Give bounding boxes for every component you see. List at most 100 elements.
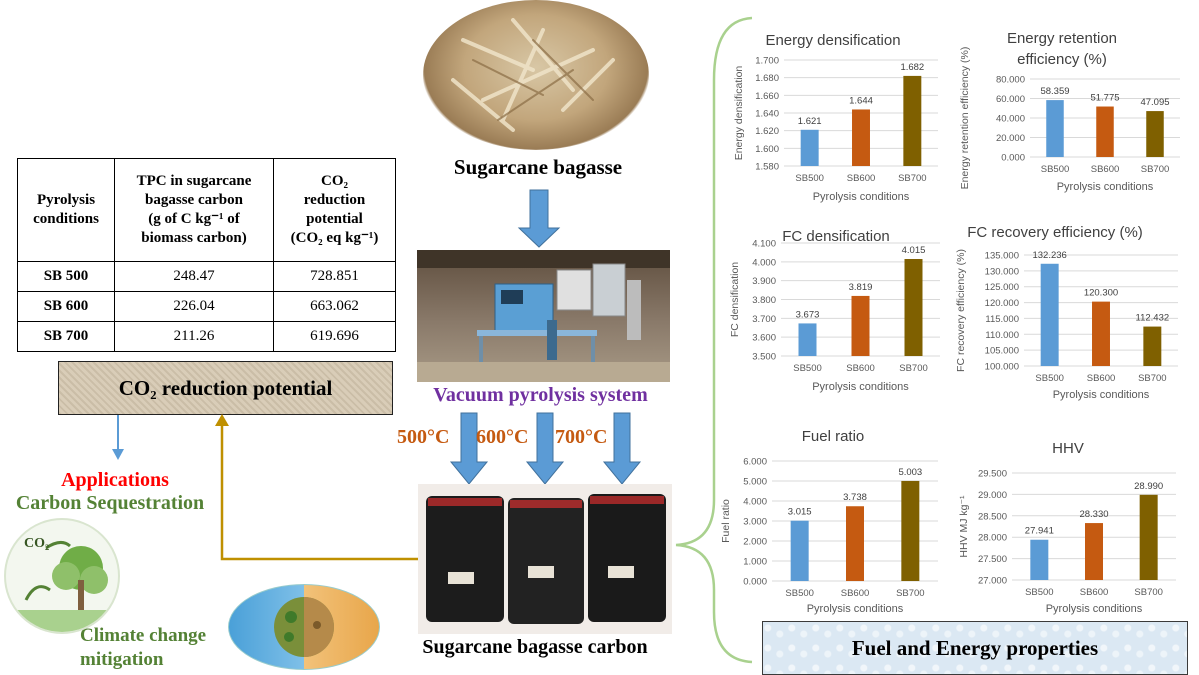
table-cell-co2: 728.851 [273, 260, 396, 292]
temp-600-label: 600°C [476, 426, 529, 448]
y-tick-label: 20.000 [996, 133, 1025, 144]
data-label: 27.941 [1025, 526, 1054, 537]
table-header-co2: CO₂ reduction potential (CO₂ eq kg⁻¹) [273, 158, 396, 262]
x-axis-title: Pyrolysis conditions [1057, 181, 1154, 193]
carbon-bags [426, 494, 666, 624]
bar [790, 520, 809, 581]
x-tick-label: SB700 [899, 363, 928, 374]
earth-icon [274, 597, 334, 657]
bar [1046, 100, 1064, 157]
table-cell-tpc: 211.26 [114, 320, 274, 353]
header-line: conditions [33, 210, 99, 227]
process-arrow [517, 189, 561, 248]
y-tick-label: 120.000 [985, 298, 1019, 309]
x-tick-label: SB600 [847, 173, 876, 184]
x-tick-label: SB500 [785, 588, 814, 599]
bar [1146, 111, 1164, 157]
sugarcane-bagasse-label: Sugarcane bagasse [453, 155, 623, 179]
y-tick-label: 0.000 [1001, 153, 1025, 164]
y-tick-label: 3.000 [743, 517, 767, 528]
bar [1040, 263, 1059, 366]
table-row: SB 600 226.04 663.062 [17, 290, 396, 322]
bar [901, 480, 920, 581]
x-tick-label: SB600 [841, 588, 870, 599]
header-line: Pyrolysis [36, 191, 96, 208]
chart-title: Fuel ratio [802, 428, 865, 445]
header-line: (g of C kg⁻¹ of [148, 210, 240, 227]
x-axis-title: Pyrolysis conditions [1053, 389, 1150, 401]
y-axis-title: Fuel ratio [720, 499, 732, 543]
climate-line-2: mitigation [80, 649, 164, 670]
carbon-output-label: Sugarcane bagasse carbon [422, 636, 648, 658]
data-label: 3.819 [849, 282, 873, 293]
data-label: 51.775 [1090, 93, 1119, 104]
y-tick-label: 1.660 [755, 91, 779, 102]
x-tick-label: SB700 [1138, 373, 1167, 384]
chart-title: Energy retention [1007, 30, 1117, 47]
y-tick-label: 1.640 [755, 109, 779, 120]
table-cell-condition: SB 700 [17, 320, 115, 353]
table-header-conditions: Pyrolysis conditions [17, 158, 115, 262]
x-tick-label: SB700 [1141, 164, 1170, 175]
x-axis-title: Pyrolysis conditions [813, 191, 910, 203]
y-tick-label: 3.500 [752, 352, 776, 363]
y-tick-label: 125.000 [985, 282, 1019, 293]
co2-logo-text: CO₂ [24, 536, 50, 551]
data-label: 47.095 [1140, 97, 1169, 108]
process-arrow [602, 412, 642, 485]
applications-label: Applications [61, 469, 169, 491]
header-line: CO₂ [321, 172, 348, 189]
chart-title: FC recovery efficiency (%) [967, 224, 1143, 241]
y-tick-label: 1.000 [743, 557, 767, 568]
y-tick-label: 5.000 [743, 477, 767, 488]
y-tick-label: 80.000 [996, 75, 1025, 86]
y-tick-label: 1.580 [755, 162, 779, 173]
bar [798, 323, 817, 356]
arrow-head [112, 449, 124, 460]
header-line: potential [306, 210, 363, 227]
bar [852, 109, 870, 166]
carbon-bags-photo [418, 484, 672, 634]
vacuum-pyrolysis-label: Vacuum pyrolysis system [433, 384, 648, 406]
table-cell-co2: 619.696 [273, 320, 396, 353]
table-header-tpc: TPC in sugarcane bagasse carbon (g of C … [114, 158, 274, 262]
y-tick-label: 27.000 [978, 576, 1007, 587]
chart-title: efficiency (%) [1017, 51, 1107, 68]
y-tick-label: 110.000 [985, 330, 1019, 341]
y-tick-label: 3.800 [752, 295, 776, 306]
x-tick-label: SB700 [898, 173, 927, 184]
temp-700-label: 700°C [555, 426, 608, 448]
y-tick-label: 135.000 [985, 251, 1019, 262]
data-label: 3.015 [788, 507, 812, 518]
x-tick-label: SB500 [1025, 587, 1054, 598]
x-tick-label: SB500 [1041, 164, 1070, 175]
co2-reduction-label: CO₂ reduction potential [118, 375, 333, 400]
chart-title: HHV [1052, 440, 1084, 457]
x-tick-label: SB600 [1091, 164, 1120, 175]
green-brace [675, 16, 753, 664]
data-label: 4.015 [902, 245, 926, 256]
bar [846, 506, 864, 581]
data-label: 120.300 [1084, 288, 1118, 299]
y-tick-label: 2.000 [743, 537, 767, 548]
x-tick-label: SB600 [1080, 587, 1109, 598]
bar [1092, 301, 1110, 366]
data-label: 112.432 [1136, 313, 1170, 324]
x-tick-label: SB700 [896, 588, 925, 599]
bar [1085, 523, 1103, 580]
y-tick-label: 4.000 [752, 257, 776, 268]
process-arrow [449, 412, 489, 485]
table-cell-tpc: 248.47 [114, 260, 274, 292]
fuel-energy-box: Fuel and Energy properties [762, 621, 1188, 675]
data-label: 5.003 [898, 467, 922, 478]
y-tick-label: 27.500 [978, 554, 1007, 565]
y-tick-label: 60.000 [996, 94, 1025, 105]
y-tick-label: 1.620 [755, 126, 779, 137]
data-label: 1.621 [798, 116, 822, 127]
header-line: (CO₂ eq kg⁻¹) [290, 229, 379, 246]
co2-reduction-box: CO₂ reduction potential [58, 361, 393, 415]
bar [1143, 326, 1162, 366]
data-label: 1.682 [900, 62, 924, 73]
bar [1096, 106, 1114, 157]
